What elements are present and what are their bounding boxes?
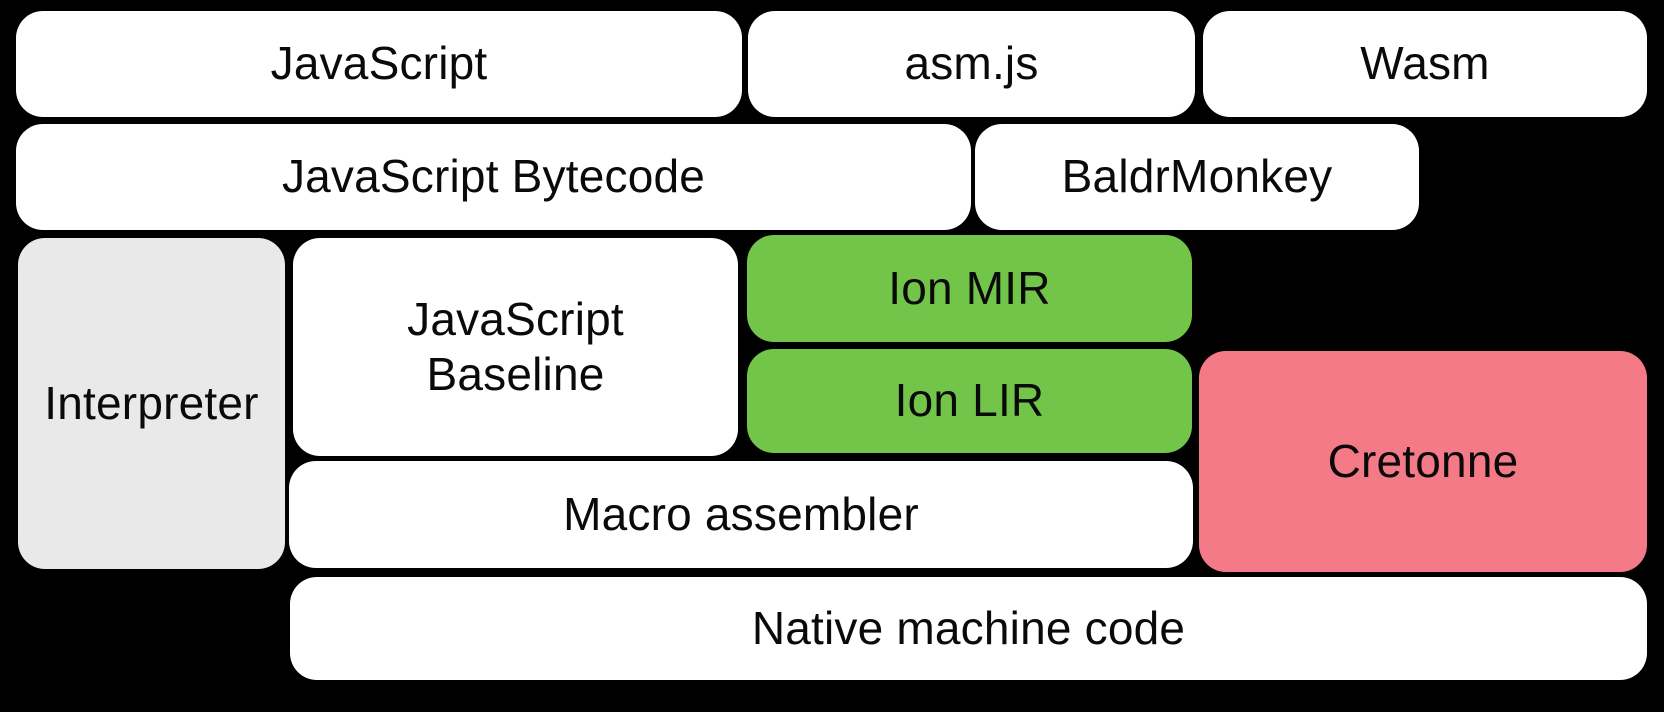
node-javascript-label: JavaScript <box>270 37 488 90</box>
node-wasm: Wasm <box>1203 11 1647 117</box>
node-macro-assembler: Macro assembler <box>289 461 1193 568</box>
node-interpreter: Interpreter <box>18 238 285 569</box>
node-javascript-baseline-label: JavaScript Baseline <box>407 292 624 400</box>
node-cretonne-label: Cretonne <box>1327 434 1519 487</box>
node-javascript-baseline: JavaScript Baseline <box>293 238 738 456</box>
node-macro-assembler-label: Macro assembler <box>563 487 919 540</box>
node-baldrmonkey: BaldrMonkey <box>975 124 1419 230</box>
node-native-machine-code-label: Native machine code <box>751 601 1186 654</box>
node-ion-lir-label: Ion LIR <box>894 374 1045 427</box>
node-wasm-label: Wasm <box>1360 37 1490 90</box>
node-native-machine-code: Native machine code <box>290 577 1647 680</box>
node-interpreter-label: Interpreter <box>44 376 259 429</box>
node-asm-js-label: asm.js <box>904 37 1039 90</box>
node-javascript-bytecode: JavaScript Bytecode <box>16 124 971 230</box>
node-ion-mir: Ion MIR <box>747 235 1192 342</box>
node-javascript-bytecode-label: JavaScript Bytecode <box>281 150 706 203</box>
node-baldrmonkey-label: BaldrMonkey <box>1061 150 1333 203</box>
node-asm-js: asm.js <box>748 11 1195 117</box>
node-ion-mir-label: Ion MIR <box>888 261 1051 314</box>
node-ion-lir: Ion LIR <box>747 349 1192 453</box>
node-cretonne: Cretonne <box>1199 351 1647 572</box>
node-javascript: JavaScript <box>16 11 742 117</box>
